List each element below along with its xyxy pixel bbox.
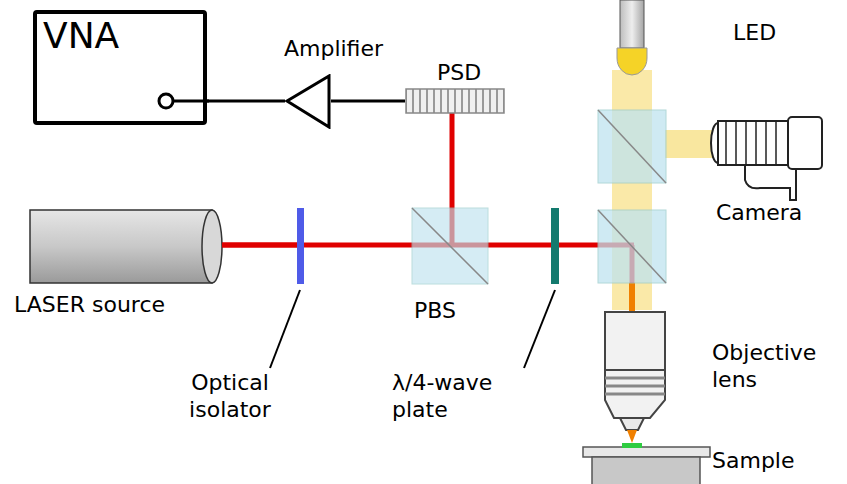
leader-line	[270, 290, 300, 368]
laser-beam	[629, 283, 635, 312]
objective-lens	[605, 312, 665, 430]
amplifier-symbol	[285, 74, 331, 129]
component-label: PSD	[405, 60, 513, 86]
part-label: Objective lens	[712, 340, 840, 394]
signal-wire	[207, 100, 285, 103]
rf-port	[159, 94, 173, 108]
part-label: PBS	[414, 298, 494, 325]
instrument-name: VNA	[43, 16, 197, 56]
part-label: λ/4-wave plate	[392, 370, 514, 424]
part-label: Optical isolator	[170, 370, 290, 424]
laser-body	[30, 210, 212, 283]
sample	[622, 443, 642, 448]
leader-line	[524, 290, 555, 368]
led-dome	[617, 48, 647, 75]
part-label: LASER source	[14, 292, 194, 319]
led-body	[620, 0, 644, 48]
laser-end	[202, 210, 222, 283]
psd-detector	[405, 88, 505, 114]
focused-beam	[627, 430, 637, 443]
waveplate	[551, 208, 559, 284]
instrument-box: VNA	[33, 10, 207, 125]
beamsplitter	[598, 110, 666, 183]
pbs-cube	[412, 208, 488, 284]
signal-wire	[331, 100, 405, 103]
part-label: Camera	[716, 200, 826, 227]
part-label: Sample	[712, 448, 832, 475]
amplifier-node: Amplifier	[262, 36, 405, 130]
camera-icon	[711, 117, 822, 200]
stage	[583, 447, 710, 457]
stage-base	[592, 457, 700, 484]
component-label: Amplifier	[262, 36, 405, 62]
detector-node: PSD	[405, 60, 513, 115]
camera-light	[665, 130, 715, 158]
optical-isolator	[297, 208, 304, 284]
beamsplitter	[598, 210, 666, 283]
part-label: LED	[733, 20, 833, 47]
